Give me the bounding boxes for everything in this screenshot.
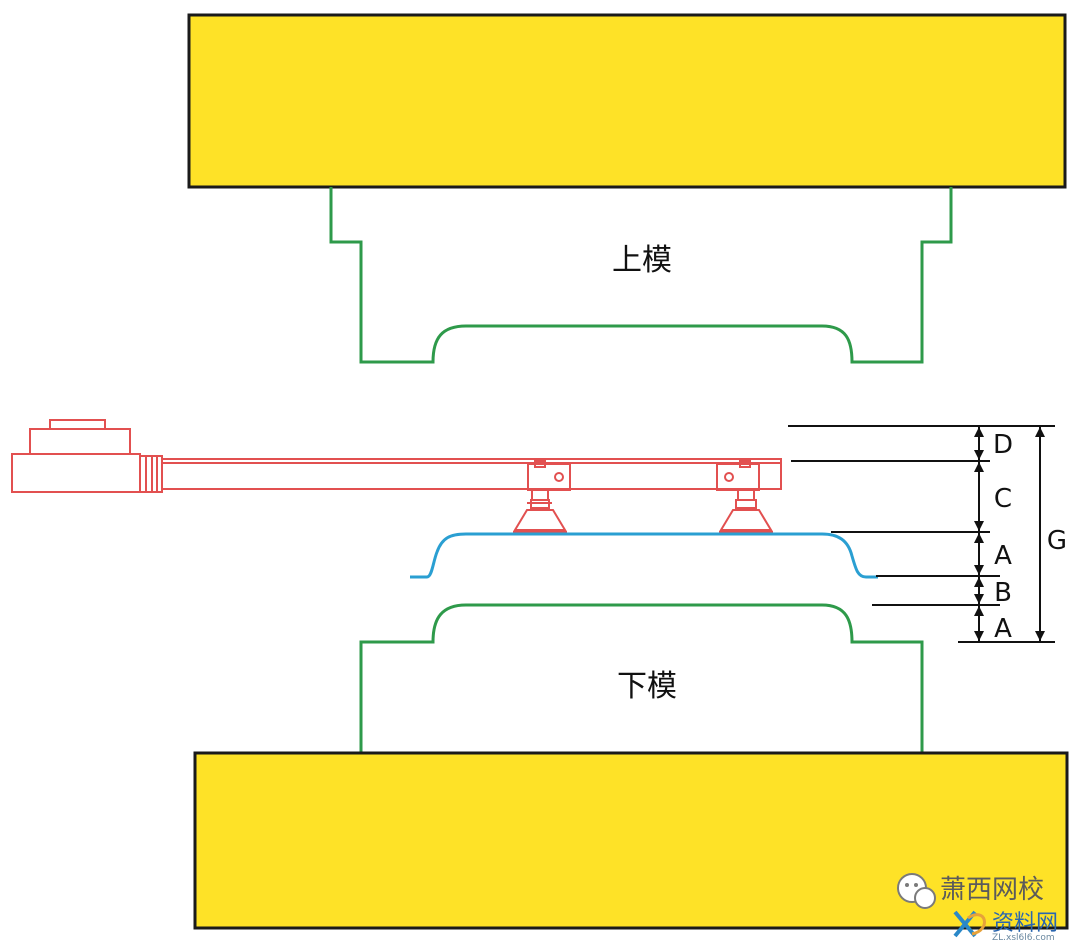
arm-motor-top — [29, 428, 131, 455]
watermark-url: ZL.xsl6l6.com — [992, 933, 1055, 943]
dim-label-G: G — [1047, 526, 1067, 556]
arm-clamp-hole-2 — [724, 472, 734, 482]
arm-motor-body — [11, 453, 141, 493]
arrow — [974, 427, 984, 437]
arrow — [974, 565, 984, 575]
watermark-site: 资料网 — [992, 911, 1058, 936]
dim-label-A-bottom: A — [994, 614, 1012, 644]
arrow — [974, 606, 984, 616]
xs-logo — [953, 910, 986, 938]
upper-die-profile — [329, 187, 953, 364]
arm-motor-cap — [49, 419, 106, 430]
dim-label-A-top: A — [994, 541, 1012, 571]
arm-beam — [161, 458, 782, 490]
watermark: 萧西网校 资料网 ZL.xsl6l6.com — [897, 873, 1058, 943]
upper-die-label: 上模 — [612, 243, 672, 278]
watermark-channel: 萧西网校 — [940, 875, 1044, 905]
dim-label-D: D — [993, 430, 1013, 460]
dimension-arrows — [974, 427, 1045, 641]
arm-clamp-hole-1 — [554, 472, 564, 482]
sheet-part — [410, 532, 878, 579]
lower-die-label: 下模 — [617, 669, 677, 704]
arrow — [974, 631, 984, 641]
arm-clamp-top-1 — [534, 460, 546, 468]
arrow — [1035, 427, 1045, 437]
arrow — [974, 521, 984, 531]
wechat-icon — [897, 873, 936, 909]
dim-label-B: B — [994, 578, 1012, 608]
transfer-arm — [11, 419, 782, 533]
suction-stem-2 — [737, 489, 755, 501]
arrow — [974, 533, 984, 543]
arrow — [974, 462, 984, 472]
lower-die-plate — [193, 751, 1069, 930]
arrow — [974, 450, 984, 460]
lower-die-profile — [359, 603, 924, 753]
upper-die-plate — [187, 13, 1067, 189]
dim-label-C: C — [994, 484, 1012, 514]
arrow — [974, 577, 984, 587]
suction-cup-1 — [513, 499, 567, 531]
arm-clamp-2 — [716, 463, 760, 491]
arrow — [1035, 631, 1045, 641]
arm-clamp-top-2 — [739, 460, 751, 468]
suction-stem-1 — [531, 489, 549, 501]
arrow — [974, 594, 984, 604]
suction-cup-2 — [719, 499, 773, 531]
